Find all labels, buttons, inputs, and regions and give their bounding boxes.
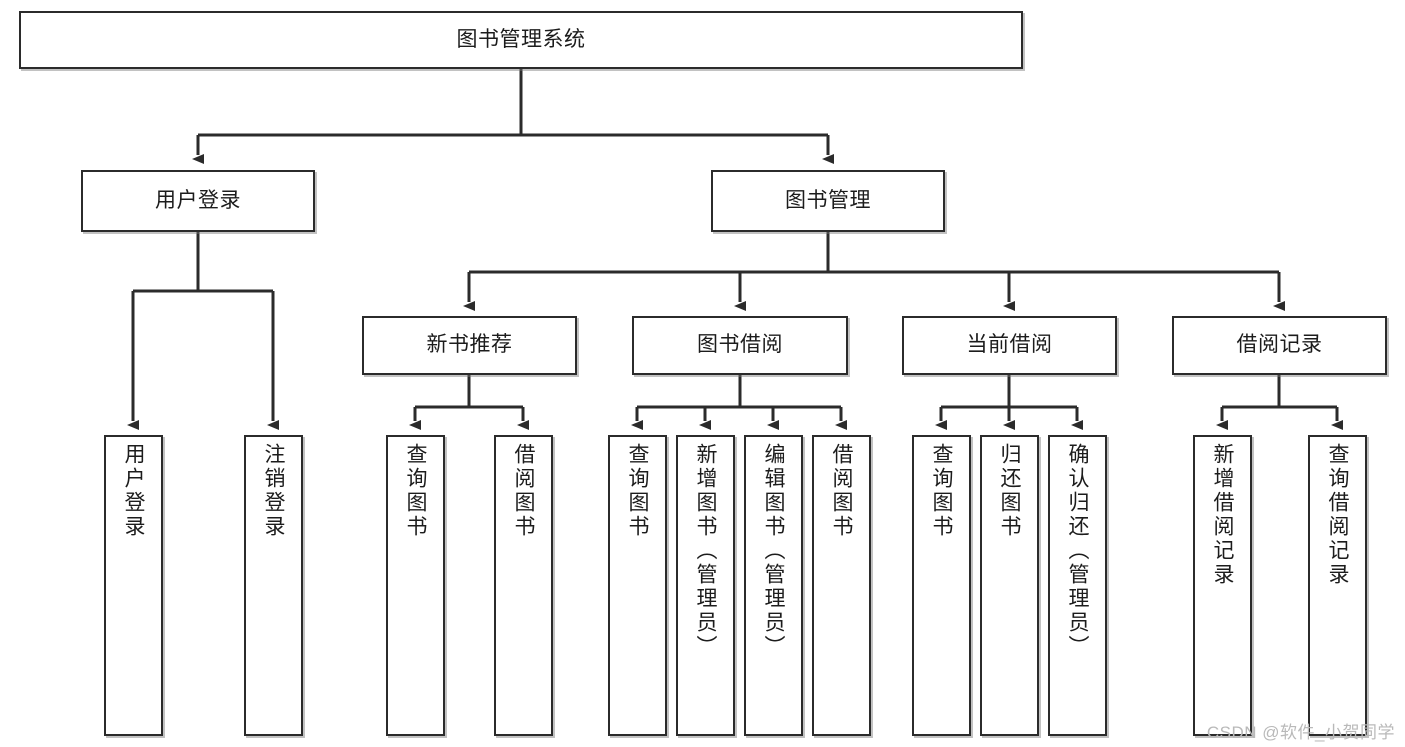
node-leaf-user-logout[interactable]: 注销登录 bbox=[244, 435, 303, 736]
node-user-login-label: 用户登录 bbox=[155, 188, 241, 212]
node-leaf-user-logout-label: 注销登录 bbox=[262, 443, 285, 539]
node-current-borrow[interactable]: 当前借阅 bbox=[902, 316, 1117, 375]
node-book-management[interactable]: 图书管理 bbox=[711, 170, 945, 232]
node-leaf-return-book-label: 归还图书 bbox=[998, 443, 1021, 539]
node-leaf-borrow-book-2[interactable]: 借阅图书 bbox=[812, 435, 871, 736]
node-leaf-add-book[interactable]: 新增图书（管理员） bbox=[676, 435, 735, 736]
node-leaf-query-record-label: 查询借阅记录 bbox=[1326, 443, 1349, 587]
node-current-borrow-label: 当前借阅 bbox=[966, 333, 1053, 357]
node-leaf-query-book-1-label: 查询图书 bbox=[404, 443, 427, 539]
node-leaf-query-book-2[interactable]: 查询图书 bbox=[608, 435, 667, 736]
node-leaf-add-record-label: 新增借阅记录 bbox=[1211, 443, 1234, 587]
node-leaf-query-book-3[interactable]: 查询图书 bbox=[912, 435, 971, 736]
node-user-login[interactable]: 用户登录 bbox=[81, 170, 315, 232]
node-leaf-return-book[interactable]: 归还图书 bbox=[980, 435, 1039, 736]
node-borrow-record-label: 借阅记录 bbox=[1236, 333, 1323, 357]
node-book-management-label: 图书管理 bbox=[785, 188, 871, 212]
node-root-label: 图书管理系统 bbox=[456, 27, 586, 51]
node-leaf-edit-book-label: 编辑图书（管理员） bbox=[762, 443, 785, 659]
node-leaf-user-login-label: 用户登录 bbox=[122, 443, 145, 539]
node-root[interactable]: 图书管理系统 bbox=[19, 11, 1023, 69]
csdn-watermark: CSDN @软件_小贺同学 bbox=[1206, 723, 1395, 742]
node-leaf-user-login[interactable]: 用户登录 bbox=[104, 435, 163, 736]
node-new-book-recommend[interactable]: 新书推荐 bbox=[362, 316, 577, 375]
node-leaf-query-book-2-label: 查询图书 bbox=[626, 443, 649, 539]
node-leaf-confirm-return-label: 确认归还（管理员） bbox=[1066, 443, 1089, 659]
node-leaf-edit-book[interactable]: 编辑图书（管理员） bbox=[744, 435, 803, 736]
node-new-book-recommend-label: 新书推荐 bbox=[426, 333, 513, 357]
node-borrow-record[interactable]: 借阅记录 bbox=[1172, 316, 1387, 375]
node-book-borrow[interactable]: 图书借阅 bbox=[632, 316, 848, 375]
node-leaf-borrow-book-1[interactable]: 借阅图书 bbox=[494, 435, 553, 736]
node-leaf-add-record[interactable]: 新增借阅记录 bbox=[1193, 435, 1252, 736]
node-leaf-borrow-book-1-label: 借阅图书 bbox=[512, 443, 535, 539]
node-leaf-query-book-1[interactable]: 查询图书 bbox=[386, 435, 445, 736]
node-leaf-query-record[interactable]: 查询借阅记录 bbox=[1308, 435, 1367, 736]
node-leaf-add-book-label: 新增图书（管理员） bbox=[694, 443, 717, 659]
node-leaf-query-book-3-label: 查询图书 bbox=[930, 443, 953, 539]
node-book-borrow-label: 图书借阅 bbox=[697, 333, 783, 357]
node-leaf-borrow-book-2-label: 借阅图书 bbox=[830, 443, 853, 539]
node-leaf-confirm-return[interactable]: 确认归还（管理员） bbox=[1048, 435, 1107, 736]
